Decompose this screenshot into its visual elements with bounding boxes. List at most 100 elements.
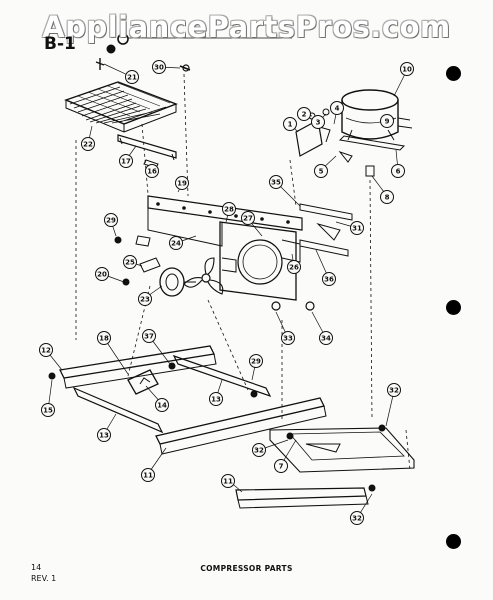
callout-37: 37 <box>142 329 156 343</box>
callout-4: 4 <box>330 101 344 115</box>
assembly-guide-lines <box>75 73 411 471</box>
callout-9: 9 <box>380 114 394 128</box>
callout-12: 12 <box>39 343 53 357</box>
svg-text:16: 16 <box>147 168 157 176</box>
fasteners-base <box>48 362 386 492</box>
rail-bottom <box>235 487 369 509</box>
callout-20: 20 <box>95 267 109 281</box>
svg-text:32: 32 <box>254 447 264 455</box>
svg-text:17: 17 <box>121 158 131 166</box>
svg-text:5: 5 <box>319 168 324 176</box>
callout-13-a: 13 <box>209 392 223 406</box>
callout-8: 8 <box>380 190 394 204</box>
svg-text:28: 28 <box>224 206 234 214</box>
svg-text:27: 27 <box>243 215 253 223</box>
callout-7: 7 <box>274 459 288 473</box>
drain-pan-bracket <box>299 203 353 257</box>
callout-5: 5 <box>314 164 328 178</box>
mounting-screw <box>95 58 105 70</box>
page-number: 14 <box>31 563 42 572</box>
callout-3: 3 <box>311 115 325 129</box>
svg-text:31: 31 <box>352 225 362 233</box>
fan-shroud <box>219 221 301 301</box>
callout-18: 18 <box>97 331 111 345</box>
svg-text:13: 13 <box>99 432 109 440</box>
cross-rail-front <box>72 386 164 434</box>
callout-2: 2 <box>297 107 311 121</box>
callout-19: 19 <box>175 176 189 190</box>
callout-32-b: 32 <box>252 443 266 457</box>
compressor <box>338 89 413 151</box>
svg-text:29: 29 <box>106 217 116 225</box>
callout-36: 36 <box>322 272 336 286</box>
svg-text:25: 25 <box>125 259 135 267</box>
callout-21: 21 <box>125 70 139 84</box>
svg-text:14: 14 <box>157 402 167 410</box>
svg-text:21: 21 <box>127 74 137 82</box>
svg-text:18: 18 <box>99 335 109 343</box>
svg-text:7: 7 <box>279 463 284 471</box>
svg-text:9: 9 <box>385 118 390 126</box>
svg-text:10: 10 <box>402 66 412 74</box>
base-rail-right <box>269 427 415 473</box>
svg-text:23: 23 <box>140 296 150 304</box>
svg-text:8: 8 <box>385 194 390 202</box>
callout-30-b: 30 <box>177 177 187 185</box>
svg-text:11: 11 <box>143 472 153 480</box>
svg-text:37: 37 <box>144 333 154 341</box>
callout-25: 25 <box>123 255 137 269</box>
svg-text:20: 20 <box>97 271 107 279</box>
callout-26: 26 <box>287 260 301 274</box>
callout-23: 23 <box>138 292 152 306</box>
callout-33: 33 <box>281 331 295 345</box>
callout-10: 10 <box>400 62 414 76</box>
compressor-clamp <box>127 369 159 395</box>
callout-27: 27 <box>241 211 255 225</box>
callout-16: 16 <box>145 164 159 178</box>
svg-text:22: 22 <box>83 141 93 149</box>
screw-with-washer <box>179 64 191 72</box>
callout-11-b: 11 <box>221 474 235 488</box>
binder-hole-bottom <box>446 534 461 549</box>
callout-22: 22 <box>81 137 95 151</box>
svg-text:30: 30 <box>154 64 164 72</box>
svg-text:12: 12 <box>41 347 51 355</box>
base-rail-front <box>155 397 327 455</box>
svg-text:34: 34 <box>321 335 331 343</box>
svg-text:32: 32 <box>389 387 399 395</box>
svg-text:15: 15 <box>43 407 53 415</box>
diagram-caption: COMPRESSOR PARTS <box>200 564 293 573</box>
svg-text:1: 1 <box>288 121 293 129</box>
callout-15: 15 <box>41 403 55 417</box>
callout-13-b: 13 <box>97 428 111 442</box>
svg-text:32: 32 <box>352 515 362 523</box>
fan-blade <box>183 257 224 295</box>
mounting-plate <box>147 195 303 247</box>
svg-text:4: 4 <box>335 105 340 113</box>
svg-text:24: 24 <box>171 240 181 248</box>
revision-label: REV. 1 <box>31 574 57 583</box>
grommet-right <box>365 165 375 177</box>
callout-6: 6 <box>391 164 405 178</box>
grommet <box>106 33 129 54</box>
motor-bracket <box>135 235 161 273</box>
svg-text:19: 19 <box>177 180 187 188</box>
callout-14: 14 <box>155 398 169 412</box>
binder-hole-middle <box>446 300 461 315</box>
svg-text:26: 26 <box>289 264 299 272</box>
svg-text:2: 2 <box>302 111 307 119</box>
callout-31: 31 <box>350 221 364 235</box>
condenser-coil <box>64 81 178 133</box>
svg-text:29: 29 <box>251 358 261 366</box>
callout-32-a: 32 <box>387 383 401 397</box>
section-label: B-1 <box>44 34 76 54</box>
svg-text:3: 3 <box>316 119 321 127</box>
svg-text:35: 35 <box>271 179 281 187</box>
svg-text:6: 6 <box>396 168 401 176</box>
callout-17: 17 <box>119 154 133 168</box>
callout-29-a: 29 <box>104 213 118 227</box>
callout-28: 28 <box>222 202 236 216</box>
callout-29-b: 29 <box>249 354 263 368</box>
